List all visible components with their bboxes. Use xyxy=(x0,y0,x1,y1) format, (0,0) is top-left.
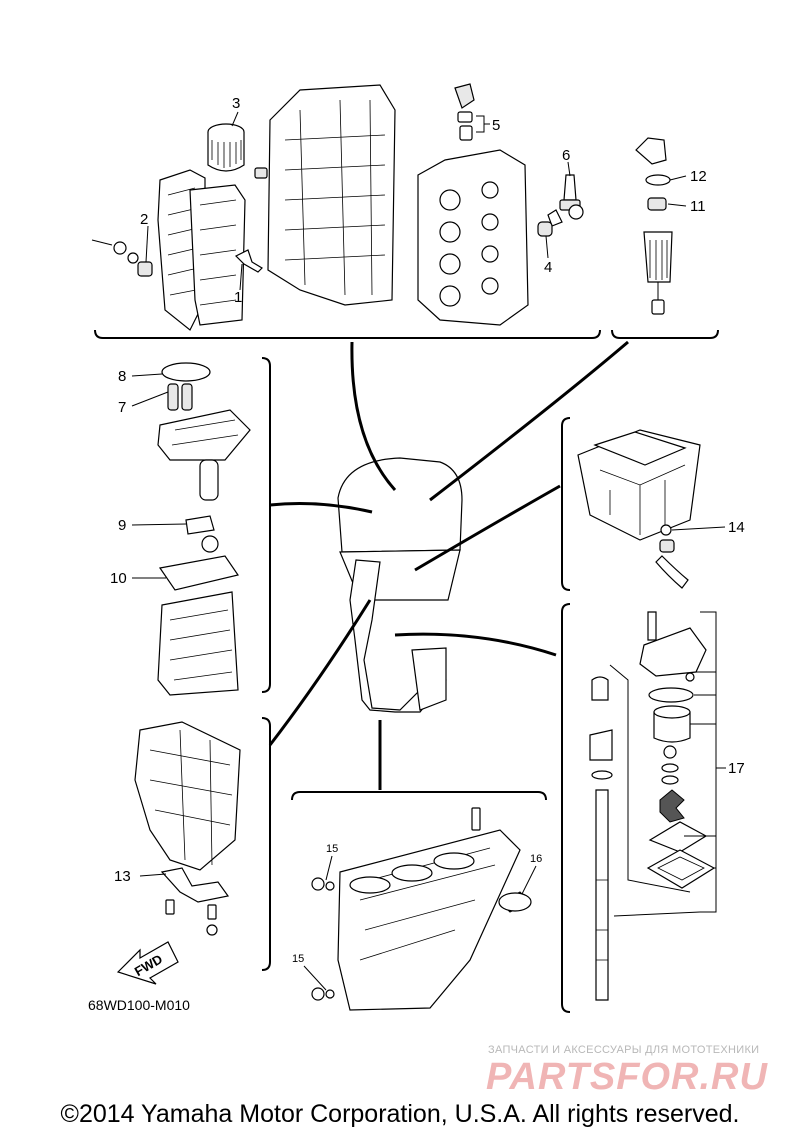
callout-7: 7 xyxy=(118,399,126,416)
oil-pan-section xyxy=(561,417,726,591)
watermark-logo: PARTSFOR.RU xyxy=(486,1056,768,1098)
callout-15-upper: 15 xyxy=(326,843,338,855)
outboard-silhouette xyxy=(268,340,629,790)
vapor-separator-section xyxy=(131,357,271,696)
callout-3: 3 xyxy=(232,95,240,112)
callout-2: 2 xyxy=(140,211,148,228)
bracket-section xyxy=(116,717,271,985)
callout-9: 9 xyxy=(118,517,126,534)
drawing-code: 68WD100-M010 xyxy=(88,997,190,1013)
callout-8: 8 xyxy=(118,368,126,385)
callout-5: 5 xyxy=(492,117,500,134)
callout-4: 4 xyxy=(544,259,552,276)
top-section xyxy=(91,83,719,339)
copyright-notice: ©2014 Yamaha Motor Corporation, U.S.A. A… xyxy=(60,1100,740,1128)
callout-17: 17 xyxy=(728,760,745,777)
lower-casing-section xyxy=(291,791,547,1011)
callout-13: 13 xyxy=(114,868,131,885)
watermark-tagline: ЗАПЧАСТИ И АКСЕССУАРЫ ДЛЯ МОТОТЕХНИКИ xyxy=(488,1044,760,1056)
callout-6: 6 xyxy=(562,147,570,164)
water-pump-section xyxy=(561,603,726,1013)
callout-14: 14 xyxy=(728,519,745,536)
callout-16: 16 xyxy=(530,853,542,865)
callout-11: 11 xyxy=(690,198,706,215)
callout-10: 10 xyxy=(110,570,127,587)
callout-1: 1 xyxy=(234,289,242,306)
callout-12: 12 xyxy=(690,168,707,185)
callout-15-lower: 15 xyxy=(292,953,304,965)
